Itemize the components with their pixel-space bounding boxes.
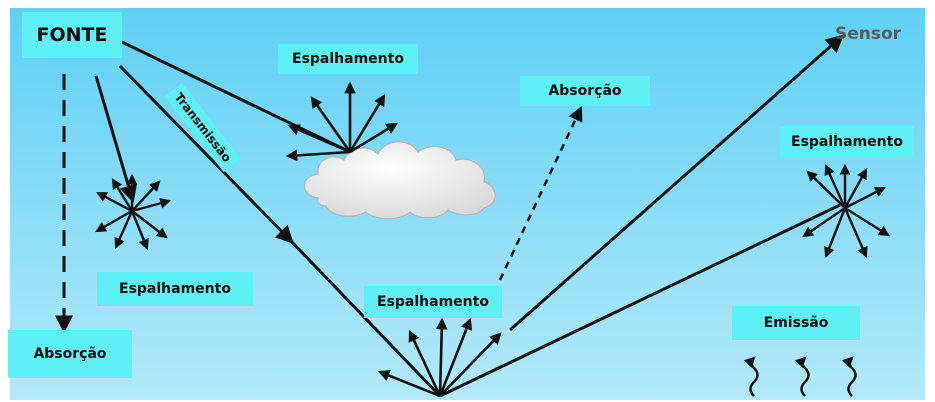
scatter-star-icon-ground <box>377 317 502 398</box>
scatter-right-label: Espalhamento <box>780 126 914 158</box>
scatter-left-arrow <box>94 75 138 204</box>
sensor-arrow <box>509 34 845 332</box>
absorption-top-arrow <box>498 105 583 281</box>
transmission-arrow <box>118 64 294 244</box>
absorption-top-label: Absorção <box>520 76 650 106</box>
scatter-cloud-label: Espalhamento <box>278 44 418 74</box>
transmission-ground-line <box>288 238 442 398</box>
sensor-label: Sensor <box>835 24 902 44</box>
scatter-ground-label: Espalhamento <box>364 286 502 318</box>
scatter-star-icon-left <box>95 173 172 251</box>
scatter-star-icon-cloud <box>285 81 398 162</box>
scatter-left-label: Espalhamento <box>97 272 253 306</box>
absorption-left-label: Absorção <box>8 330 132 378</box>
source-to-cloud-arrow <box>121 40 351 154</box>
cloud-icon <box>303 141 496 220</box>
ground-to-scatter-right <box>439 203 841 398</box>
source-label: FONTE <box>22 12 122 58</box>
scatter-star-icon-right <box>802 163 890 259</box>
emission-wave-icon <box>744 356 857 397</box>
radiation-paths <box>55 34 845 398</box>
emission-label: Emissão <box>732 306 860 340</box>
